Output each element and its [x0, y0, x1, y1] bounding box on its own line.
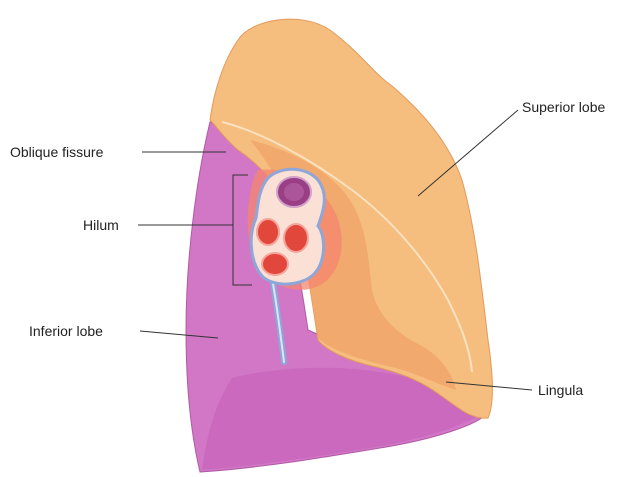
pulmonary-vein-1	[257, 219, 279, 245]
label-hilum: Hilum	[83, 217, 119, 233]
pulmonary-vein-3	[262, 253, 288, 275]
label-superior-lobe: Superior lobe	[522, 99, 605, 115]
label-inferior-lobe: Inferior lobe	[29, 323, 103, 339]
label-oblique-fissure: Oblique fissure	[10, 144, 104, 160]
label-lingula: Lingula	[538, 382, 583, 398]
pulmonary-vein-2	[284, 224, 308, 252]
